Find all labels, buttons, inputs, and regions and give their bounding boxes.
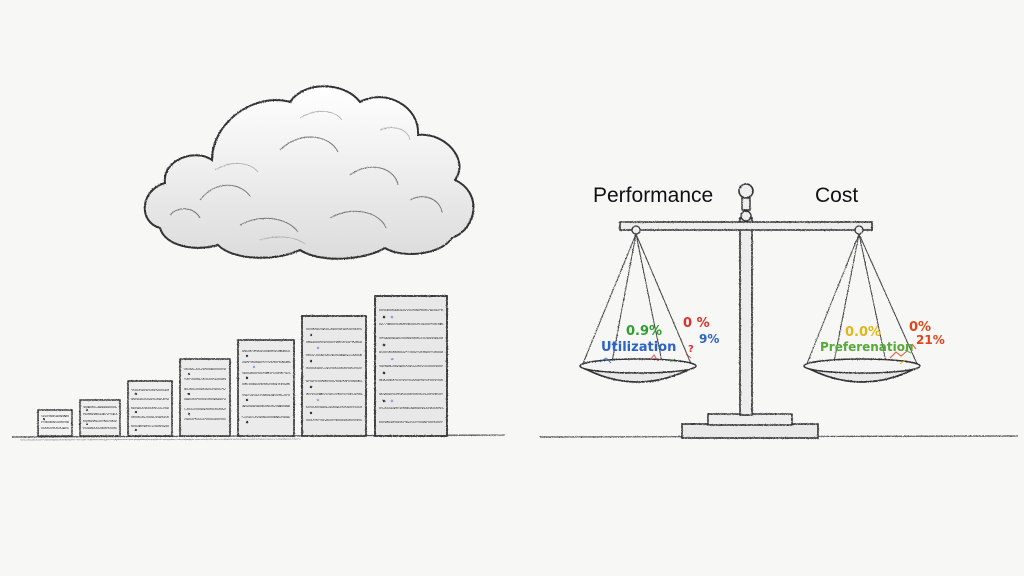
- scale-base: [681, 413, 819, 439]
- scale-knob: [738, 183, 754, 199]
- server-rack-6: [301, 315, 367, 437]
- right-pan-red-bottom-value: 21%: [916, 333, 945, 347]
- left-pan-small-value: 9%: [699, 332, 720, 346]
- server-racks: [37, 295, 448, 437]
- left-pan-tiny-value: ?: [688, 344, 694, 355]
- right-pan-scribbles: [889, 343, 917, 365]
- performance-label: Performance: [593, 184, 714, 207]
- left-pan-caption: Utilization: [601, 340, 677, 355]
- server-rack-2: [79, 399, 121, 437]
- left-pan-scribbles: [599, 353, 692, 364]
- right-pan-caption: Preferenation: [820, 340, 914, 354]
- scale-pillar: [739, 217, 753, 416]
- left-pan-red-value: 0 %: [683, 316, 710, 331]
- scale-beam: [619, 221, 873, 231]
- cloud-icon: [143, 85, 475, 260]
- left-pan-main-value: 0.9%: [626, 324, 663, 339]
- server-rack-3: [127, 380, 173, 437]
- server-rack-7: [374, 295, 448, 437]
- balance-scale-icon: [579, 183, 921, 439]
- server-rack-1: [37, 409, 73, 437]
- right-pan: [803, 233, 921, 383]
- server-rack-4: [179, 358, 231, 437]
- right-pan-main-value: 0.0%: [845, 325, 882, 340]
- right-pan-red-top-value: 0%: [909, 320, 932, 335]
- cost-label: Cost: [815, 184, 859, 207]
- left-pan: [579, 233, 697, 383]
